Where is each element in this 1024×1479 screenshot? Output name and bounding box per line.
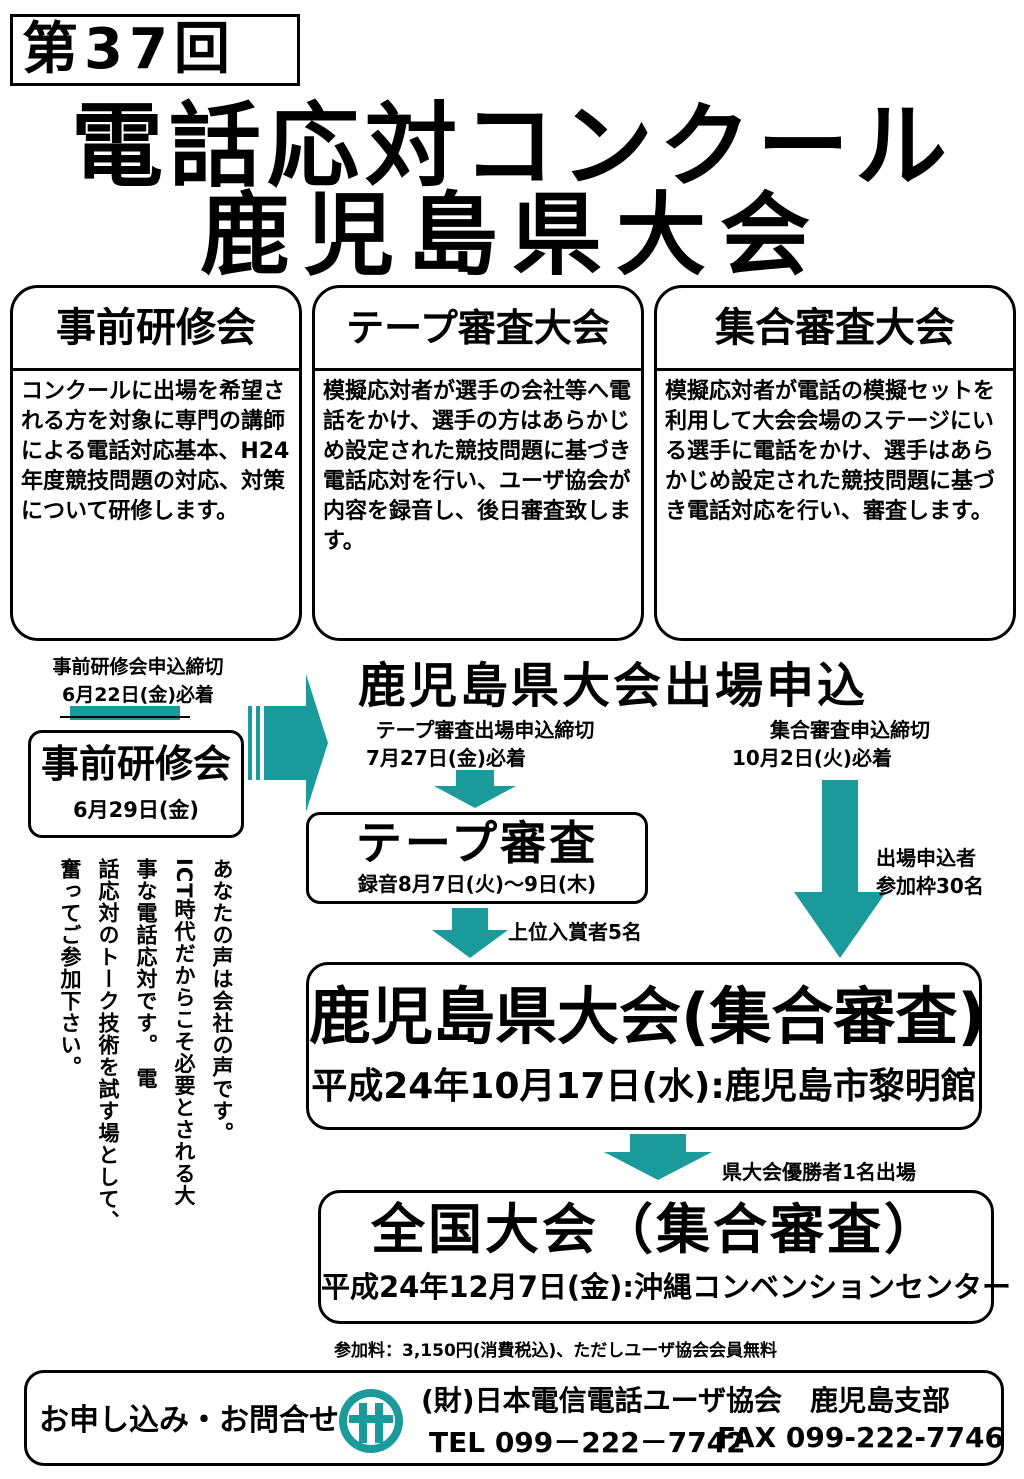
tape-review-date: 録音8月7日(火)～9日(木) xyxy=(357,872,597,896)
fee-note: 参加料：3,150円(消費税込)、ただしユーザ協会会員無料 xyxy=(334,1341,777,1361)
tape-review-box: テープ審査 録音8月7日(火)～9日(木) xyxy=(306,812,648,904)
message-col1: あなたの声は会社の声です。 xyxy=(210,858,234,1144)
down-arrow-icon xyxy=(434,770,516,808)
section-title: 集合審査大会 xyxy=(657,288,1013,371)
section-group-review: 集合審査大会 模擬応対者が電話の模擬セットを利用して大会会場のステージにいる選手… xyxy=(654,285,1016,641)
edition-badge xyxy=(10,14,300,86)
title-line2: 鹿児島県大会 xyxy=(200,183,824,288)
group-deadline-label: 集合審査申込締切 xyxy=(770,718,930,742)
down-arrow-icon xyxy=(794,780,886,958)
tape-review-title: テープ審査 xyxy=(355,816,599,870)
association-logo-icon xyxy=(339,1389,403,1453)
message-col3: 事な電話応対です。 電 xyxy=(134,858,158,1090)
pre-session-title: 事前研修会 xyxy=(40,742,231,786)
edition-text: 第37回 xyxy=(22,17,236,82)
national-date: 平成24年12月7日(金):沖縄コンベンションセンター xyxy=(321,1270,1011,1304)
national-title: 全国大会（集合審査） xyxy=(371,1198,941,1261)
pref-winner: 県大会優勝者1名出場 xyxy=(722,1160,916,1184)
pre-deadline-label: 事前研修会申込締切 xyxy=(52,656,224,678)
section-pre-training: 事前研修会 コンクールに出場を希望される方を対象に専門の講師による電話対応基本、… xyxy=(10,285,302,641)
contact-box: お申し込み・お問合せ (財)日本電信電話ユーザ協会 鹿児島支部 TEL 099－… xyxy=(24,1370,1004,1466)
section-title: 事前研修会 xyxy=(13,288,299,371)
down-arrow-icon xyxy=(432,908,508,958)
entry-title: 鹿児島県大会出場申込 xyxy=(358,658,869,714)
title-line1: 電話応対コンクール xyxy=(70,93,953,200)
tape-deadline-label: テープ審査出場申込締切 xyxy=(375,718,595,742)
section-body: 模擬応対者が電話の模擬セットを利用して大会会場のステージにいる選手に電話をかけ、… xyxy=(665,379,996,524)
applicants-line1: 出場申込者 xyxy=(876,846,976,870)
applicants-line2: 参加枠30名 xyxy=(876,874,984,898)
pre-session-box: 事前研修会 6月29日(金) xyxy=(28,730,244,838)
down-arrow-icon xyxy=(604,1134,712,1180)
message-col2: ICT時代だからこそ必要とされる大 xyxy=(172,858,196,1207)
section-body: コンクールに出場を希望される方を対象に専門の講師による電話対応基本、H24年度競… xyxy=(21,379,290,524)
pref-title: 鹿児島県大会(集合審査) xyxy=(309,980,986,1053)
pre-arrow-line xyxy=(60,716,190,718)
message-col5: 奮ってご参加下さい。 xyxy=(58,858,82,1078)
tape-deadline-date: 7月27日(金)必着 xyxy=(366,746,527,770)
pre-deadline-date: 6月22日(金)必着 xyxy=(61,684,215,706)
section-body: 模擬応対者が選手の会社等へ電話をかけ、選手の方はあらかじめ設定された競技問題に基… xyxy=(323,379,632,554)
top-winners: 上位入賞者5名 xyxy=(508,920,642,944)
message-col4: 話応対のトーク技術を試す場として、 xyxy=(96,858,120,1232)
section-title: テープ審査大会 xyxy=(315,288,641,371)
section-tape-review: テープ審査大会 模擬応対者が選手の会社等へ電話をかけ、選手の方はあらかじめ設定さ… xyxy=(312,285,644,641)
message-column: あなたの声は会社の声です。 ICT時代だからこそ必要とされる大 事な電話応対です… xyxy=(48,858,238,1318)
contact-tel: TEL 099－222－7742 xyxy=(429,1426,746,1459)
national-competition-box: 全国大会（集合審査） 平成24年12月7日(金):沖縄コンベンションセンター xyxy=(318,1190,1011,1324)
contact-org: (財)日本電信電話ユーザ協会 鹿児島支部 xyxy=(421,1384,951,1417)
contact-label: お申し込み・お問合せ xyxy=(39,1403,339,1438)
pref-competition-box: 鹿児島県大会(集合審査) 平成24年10月17日(水):鹿児島市黎明館 xyxy=(306,962,986,1130)
group-deadline-date: 10月2日(火)必着 xyxy=(732,746,893,770)
pref-date: 平成24年10月17日(水):鹿児島市黎明館 xyxy=(311,1066,977,1107)
contact-fax: FAX 099-222-7746 xyxy=(717,1421,1004,1454)
right-arrow-icon xyxy=(248,674,328,812)
pre-session-date: 6月29日(金) xyxy=(72,798,200,822)
